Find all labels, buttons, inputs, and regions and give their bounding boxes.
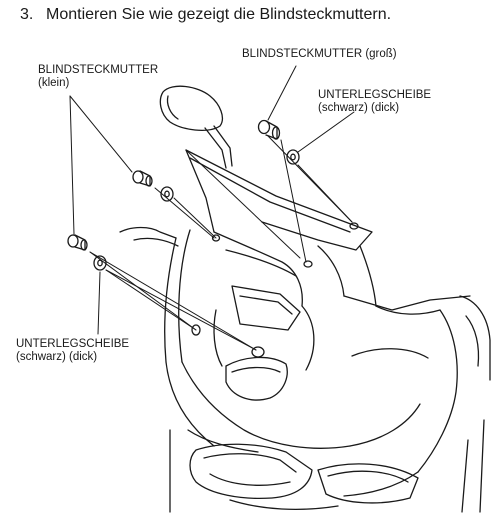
callout-nut-small-line1: BLINDSTECKMUTTER bbox=[38, 64, 159, 76]
callout-washer-top: UNTERLEGSCHEIBE (schwarz) (dick) bbox=[318, 89, 431, 115]
washer-left bbox=[93, 255, 107, 271]
windscreen bbox=[185, 149, 373, 251]
blind-nut-large bbox=[257, 119, 281, 140]
callout-nut-large: BLINDSTECKMUTTER (groß) bbox=[242, 48, 397, 61]
callout-nut-small: BLINDSTECKMUTTER (klein) bbox=[38, 64, 158, 90]
blind-nut-small-upper bbox=[132, 170, 153, 187]
step-number: 3. bbox=[20, 6, 34, 23]
fairing bbox=[119, 226, 491, 513]
blind-nut-small-left bbox=[67, 234, 88, 251]
mirror bbox=[159, 85, 233, 169]
headlights bbox=[189, 443, 419, 511]
washer-top bbox=[286, 149, 300, 165]
callout-washer-top-line2: (schwarz) (dick) bbox=[318, 102, 400, 114]
instruction-step: 3. Montieren Sie wie gezeigt die Blindste… bbox=[20, 6, 391, 24]
callout-washer-left-line1: UNTERLEGSCHEIBE bbox=[16, 338, 130, 350]
callout-nut-small-line2: (klein) bbox=[38, 77, 70, 89]
mounting-points bbox=[191, 222, 359, 358]
callout-nut-large-line1: BLINDSTECKMUTTER (groß) bbox=[242, 48, 397, 60]
leader-lines bbox=[69, 65, 355, 351]
callout-washer-top-line1: UNTERLEGSCHEIBE bbox=[318, 89, 432, 101]
step-text: Montieren Sie wie gezeigt die Blindsteck… bbox=[46, 6, 392, 23]
washer-upper bbox=[160, 186, 174, 202]
callout-washer-left-line2: (schwarz) (dick) bbox=[16, 351, 98, 363]
callout-washer-left: UNTERLEGSCHEIBE (schwarz) (dick) bbox=[16, 338, 129, 364]
